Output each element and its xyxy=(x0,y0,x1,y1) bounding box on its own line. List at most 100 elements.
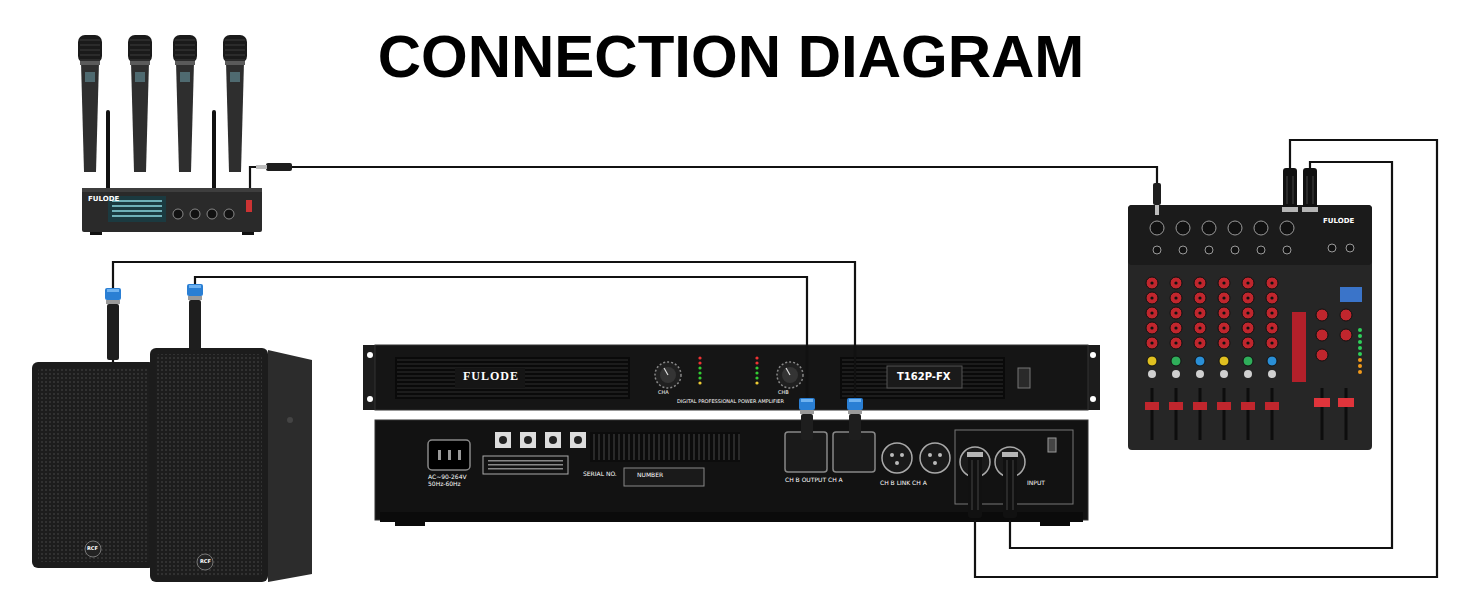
xlr-band xyxy=(1302,207,1318,212)
logo-plate xyxy=(455,368,525,388)
xlr-band xyxy=(1002,452,1018,457)
audio-cable xyxy=(1010,162,1392,548)
eq-knob xyxy=(1194,337,1206,349)
eq-knob xyxy=(1266,277,1278,289)
vent-fin xyxy=(693,434,695,460)
grille-line xyxy=(130,55,150,56)
vent-slat xyxy=(397,359,628,360)
knob-center xyxy=(1246,341,1249,344)
jack-socket xyxy=(1179,246,1187,254)
audio-cable xyxy=(195,277,807,420)
jack-body xyxy=(266,163,292,171)
master-knob xyxy=(1340,329,1352,341)
vent-fin xyxy=(703,434,705,460)
vent-fin xyxy=(728,434,730,460)
xlr-body xyxy=(1303,168,1317,212)
rack-hole xyxy=(1090,352,1096,358)
status-led xyxy=(698,366,701,369)
antenna xyxy=(212,112,216,192)
channel-knob xyxy=(1195,356,1205,366)
vent-fin xyxy=(678,434,680,460)
model-plate xyxy=(887,366,962,388)
gain-knob xyxy=(777,362,803,388)
xlr-band xyxy=(1282,207,1298,212)
fader-cap xyxy=(1169,402,1183,410)
grille-line xyxy=(80,45,100,46)
speakon-ring xyxy=(848,410,862,414)
jack-plug xyxy=(1153,183,1161,215)
knob-center xyxy=(1246,326,1249,329)
eq-knob xyxy=(1170,337,1182,349)
eq-knob xyxy=(1242,322,1254,334)
xlr-socket xyxy=(1280,221,1294,235)
safety-symbol xyxy=(570,432,586,448)
device-label: CHA xyxy=(658,390,669,396)
speakon-plug xyxy=(847,398,863,440)
xlr-pin xyxy=(890,453,894,457)
iec-socket xyxy=(428,440,470,470)
eq-knob xyxy=(1194,292,1206,304)
speaker-grille xyxy=(156,354,262,576)
knob-center xyxy=(1150,341,1153,344)
knob-center xyxy=(1270,326,1273,329)
knob-pointer xyxy=(664,368,668,375)
fader-cap xyxy=(1241,402,1255,410)
xlr-pin xyxy=(895,461,899,465)
xlr-plug xyxy=(1002,452,1018,518)
speakon-plug xyxy=(799,398,815,440)
fader-slot xyxy=(1199,388,1202,440)
device-label: RCF xyxy=(87,546,98,552)
knob-center xyxy=(1174,341,1177,344)
xlr-grip xyxy=(1307,176,1308,204)
mute-button xyxy=(1268,370,1276,378)
display-bar xyxy=(112,200,162,202)
vent-fin xyxy=(723,434,725,460)
eq-knob xyxy=(1242,307,1254,319)
display-bar xyxy=(112,215,162,217)
knob-center xyxy=(1222,326,1225,329)
knob-center xyxy=(1222,281,1225,284)
master-knob xyxy=(1316,309,1328,321)
microphone-handle xyxy=(226,62,244,172)
amplifier-front-panel xyxy=(375,345,1088,410)
knob-center xyxy=(1174,326,1177,329)
speakon-body xyxy=(849,414,861,440)
antenna xyxy=(106,112,110,192)
vent-slat xyxy=(397,395,628,396)
vent-fin xyxy=(683,434,685,460)
vent-fin xyxy=(698,434,700,460)
knob-center xyxy=(1150,326,1153,329)
gain-knob-cap xyxy=(660,367,676,383)
loudspeaker: RCF xyxy=(32,362,155,568)
xlr-body xyxy=(968,452,982,518)
handheld-microphone xyxy=(173,35,197,172)
grille-line xyxy=(225,45,245,46)
xlr-socket xyxy=(1150,221,1164,235)
amplifier-rear-panel xyxy=(375,420,1088,520)
eq-knob xyxy=(1218,292,1230,304)
jack-tip xyxy=(1155,205,1159,215)
fader-cap xyxy=(1217,402,1231,410)
master-fader-cap xyxy=(1338,398,1354,407)
receiver-top xyxy=(82,188,262,192)
rack-hole xyxy=(367,352,373,358)
rear-vent xyxy=(590,432,740,462)
caution-label xyxy=(483,456,568,474)
device-label: FULODE xyxy=(463,370,519,384)
xlr-pin xyxy=(900,453,904,457)
wireless-receiver: FULODE xyxy=(82,188,262,232)
xlr-socket xyxy=(1202,221,1216,235)
handheld-microphone xyxy=(223,35,247,172)
rack-hole xyxy=(1090,396,1096,402)
grille-line xyxy=(175,60,195,61)
vent-fin xyxy=(648,434,650,460)
device-label: DIGITAL PROFESSIONAL POWER AMPLIFIER xyxy=(677,399,784,405)
channel-knob xyxy=(1147,356,1157,366)
knob-center xyxy=(1150,296,1153,299)
speakon-highlight xyxy=(849,399,861,402)
knob-center xyxy=(1246,281,1249,284)
eq-knob xyxy=(1146,307,1158,319)
knob-center xyxy=(1270,296,1273,299)
grille-line xyxy=(80,55,100,56)
xlr-grip xyxy=(978,460,979,510)
